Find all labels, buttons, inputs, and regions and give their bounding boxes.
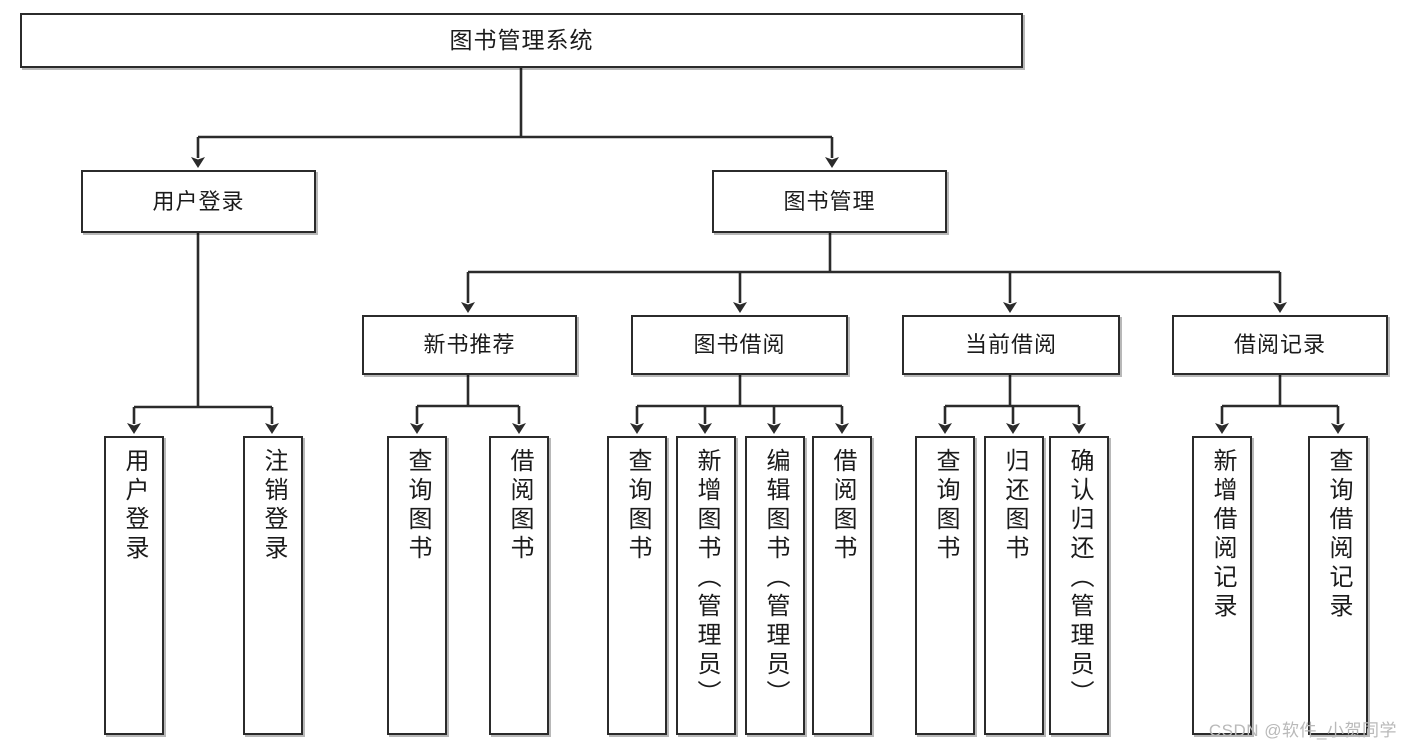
node-label: 图书管理系统 [449, 27, 594, 54]
leaf-label: 编辑图书（管理员） [762, 448, 789, 709]
leaf-borrow-records-add-record[interactable]: 新增借阅记录 [1192, 436, 1252, 735]
leaf-book-borrow-borrow-book[interactable]: 借阅图书 [812, 436, 872, 735]
node-book-management[interactable]: 图书管理 [712, 170, 947, 233]
leaf-book-borrow-add-book-admin[interactable]: 新增图书（管理员） [676, 436, 736, 735]
node-borrow-records[interactable]: 借阅记录 [1172, 315, 1388, 375]
leaf-borrow-records-query-record[interactable]: 查询借阅记录 [1308, 436, 1368, 735]
csdn-watermark: CSDN @软件_小贺同学 [1208, 721, 1397, 740]
leaf-label: 借阅图书 [829, 448, 856, 564]
leaf-user-login-logout[interactable]: 注销登录 [243, 436, 303, 735]
node-label: 用户登录 [152, 188, 245, 214]
leaf-label: 归还图书 [1001, 448, 1028, 564]
node-current-borrow[interactable]: 当前借阅 [902, 315, 1120, 375]
node-label: 图书管理 [783, 188, 876, 214]
leaf-label: 查询图书 [624, 448, 651, 564]
node-label: 图书借阅 [693, 332, 786, 358]
leaf-current-borrow-confirm-return-admin[interactable]: 确认归还（管理员） [1049, 436, 1109, 735]
node-label: 借阅记录 [1233, 332, 1326, 358]
node-new-book-recommend[interactable]: 新书推荐 [362, 315, 577, 375]
leaf-book-borrow-edit-book-admin[interactable]: 编辑图书（管理员） [745, 436, 805, 735]
leaf-new-book-query-book[interactable]: 查询图书 [387, 436, 447, 735]
leaf-label: 新增借阅记录 [1209, 448, 1236, 622]
node-book-borrow[interactable]: 图书借阅 [631, 315, 848, 375]
leaf-label: 查询图书 [404, 448, 431, 564]
leaf-user-login-login[interactable]: 用户登录 [104, 436, 164, 735]
leaf-label: 查询图书 [932, 448, 959, 564]
leaf-new-book-borrow-book[interactable]: 借阅图书 [489, 436, 549, 735]
leaf-label: 新增图书（管理员） [693, 448, 720, 709]
leaf-current-borrow-query-book[interactable]: 查询图书 [915, 436, 975, 735]
node-label: 新书推荐 [423, 332, 516, 358]
node-root-book-management-system[interactable]: 图书管理系统 [20, 13, 1023, 68]
leaf-book-borrow-query-book[interactable]: 查询图书 [607, 436, 667, 735]
leaf-label: 用户登录 [121, 448, 148, 564]
leaf-current-borrow-return-book[interactable]: 归还图书 [984, 436, 1044, 735]
node-user-login[interactable]: 用户登录 [81, 170, 316, 233]
leaf-label: 查询借阅记录 [1325, 448, 1352, 622]
leaf-label: 确认归还（管理员） [1066, 448, 1093, 709]
leaf-label: 注销登录 [260, 448, 287, 564]
node-label: 当前借阅 [964, 332, 1057, 358]
leaf-label: 借阅图书 [506, 448, 533, 564]
